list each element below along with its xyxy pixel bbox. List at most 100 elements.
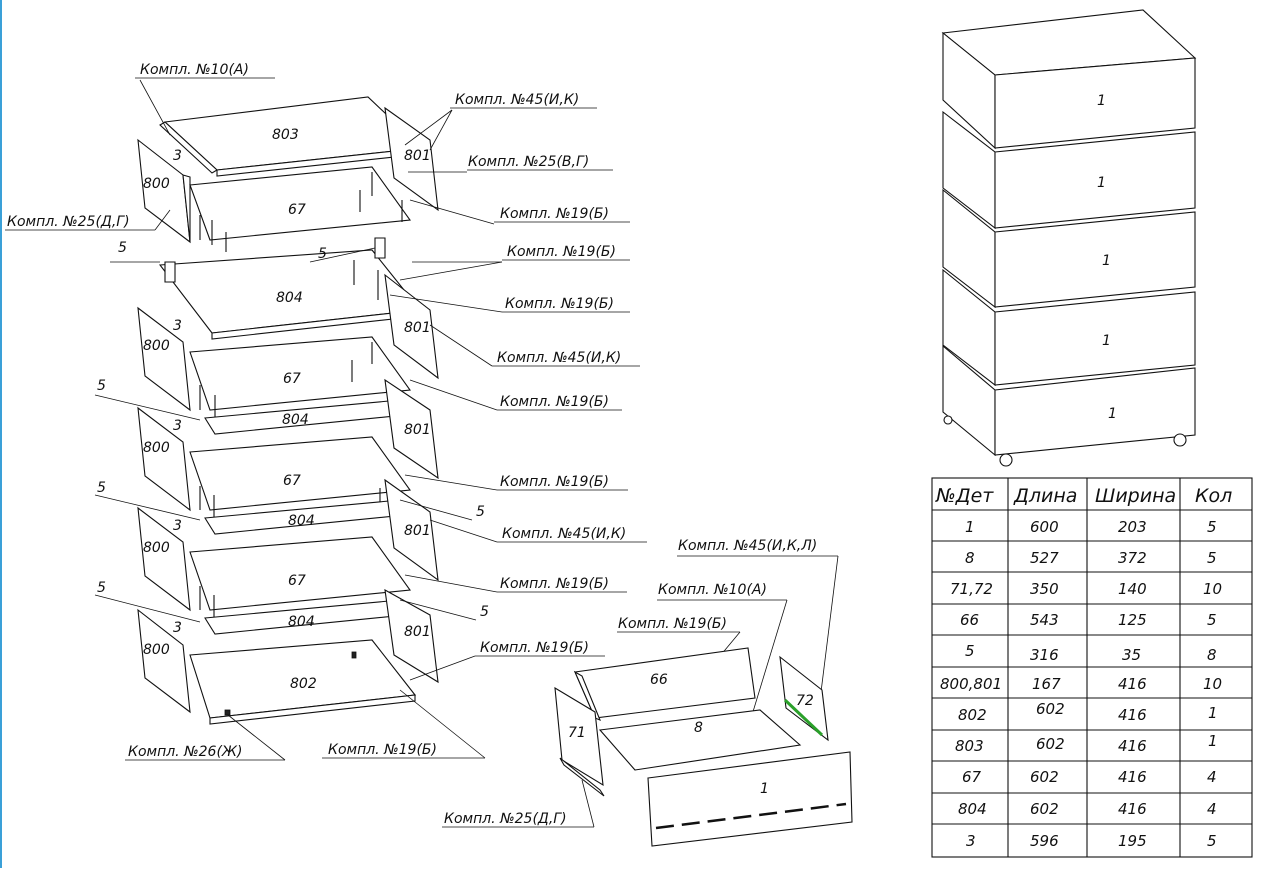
- cell: 5: [1207, 549, 1217, 567]
- parts-table: №Дет Длина Ширина Кол 1 600 203 5 8 527 …: [931, 477, 1253, 858]
- table-row: 802 602 416 1: [958, 700, 1218, 724]
- tier-4: 804 5 5 800 3 67 801: [97, 478, 485, 620]
- part-3-t1: 3: [173, 148, 182, 164]
- cell: 5: [1207, 518, 1217, 536]
- callout-8: Компл. №45(И,К): [497, 350, 621, 366]
- drawer-front-1: 1: [1097, 93, 1106, 109]
- callout-11: Компл. №45(И,К): [502, 526, 626, 542]
- table-row: 800,801 167 416 10: [940, 675, 1222, 693]
- callout-13: Компл. №19(Б): [480, 640, 589, 656]
- cell: 3: [966, 832, 976, 850]
- cell: 804: [958, 800, 987, 818]
- cell: 71,72: [950, 580, 993, 598]
- cell: 167: [1032, 675, 1061, 693]
- exploded-cabinet: 803 800 3 67 801 804 5 5: [5, 62, 647, 761]
- part-3-t4: 3: [173, 518, 182, 534]
- part-800-t3: 800: [143, 440, 170, 456]
- cell: 1: [1208, 732, 1218, 750]
- cell: 602: [1030, 768, 1059, 786]
- part-800-t2: 800: [143, 338, 170, 354]
- cell: 195: [1118, 832, 1147, 850]
- part-3-t5: 3: [173, 620, 182, 636]
- part-801-t1: 801: [404, 148, 431, 164]
- drawer-front-3: 1: [1102, 253, 1111, 269]
- part-804-t3: 804: [282, 412, 309, 428]
- table-row: 67 602 416 4: [962, 768, 1217, 786]
- table-row: 803 602 416 1: [955, 732, 1218, 755]
- callout-15: Компл. №19(Б): [328, 742, 437, 758]
- part-801-t3: 801: [404, 422, 431, 438]
- viewport-edge: [0, 0, 2, 868]
- tier-5: 804 5 5 800 3 802 801: [97, 580, 489, 725]
- part-3-t2: 3: [173, 318, 182, 334]
- cell: 372: [1118, 549, 1147, 567]
- drawer-front-2: 1: [1097, 175, 1106, 191]
- cell: 800,801: [940, 675, 1002, 693]
- cell: 416: [1118, 706, 1147, 724]
- part-5-e: 5: [476, 504, 485, 520]
- part-801-t5: 801: [404, 624, 431, 640]
- table-row: 1 600 203 5: [965, 518, 1217, 536]
- cell: 5: [1207, 832, 1217, 850]
- part-5-d: 5: [97, 480, 106, 496]
- part-71: 71: [568, 725, 586, 741]
- table-header-qty: Кол: [1195, 485, 1232, 507]
- part-1-drawer: 1: [760, 781, 769, 797]
- top-panel: 803: [159, 96, 424, 177]
- part-3-t3: 3: [173, 418, 182, 434]
- cell: 10: [1203, 580, 1222, 598]
- part-67-t4: 67: [288, 573, 306, 589]
- cell: 140: [1118, 580, 1147, 598]
- cell: 602: [1030, 800, 1059, 818]
- cell: 125: [1118, 611, 1147, 629]
- part-800-t1: 800: [143, 176, 170, 192]
- cell: 1: [965, 518, 975, 536]
- cell: 1: [1208, 704, 1218, 722]
- cell: 5: [1207, 611, 1217, 629]
- callout-1: Компл. №10(А): [140, 62, 249, 78]
- cell: 8: [1207, 646, 1217, 664]
- cell: 802: [958, 706, 987, 724]
- cell: 66: [960, 611, 979, 629]
- callout-3: Компл. №25(В,Г): [468, 154, 589, 170]
- part-5-a: 5: [118, 240, 127, 256]
- part-67-t2: 67: [283, 371, 301, 387]
- callout-5: Компл. №19(Б): [500, 206, 609, 222]
- cell: 600: [1030, 518, 1059, 536]
- cell: 4: [1207, 800, 1217, 818]
- cell: 10: [1203, 675, 1222, 693]
- cell: 416: [1118, 768, 1147, 786]
- table-row: 8 527 372 5: [965, 549, 1217, 567]
- table-row: 71,72 350 140 10: [950, 580, 1222, 598]
- cell: 4: [1207, 768, 1217, 786]
- part-801-t4: 801: [404, 523, 431, 539]
- part-67-t1: 67: [288, 202, 306, 218]
- drawer-callout-4: Компл. №25(Д,Г): [444, 811, 567, 827]
- table-header-width: Ширина: [1095, 485, 1176, 507]
- assembly-callouts: Компл. №10(А) Компл. №45(И,К) Компл. №25…: [7, 62, 626, 760]
- cell: 35: [1122, 646, 1141, 664]
- part-5-f: 5: [97, 580, 106, 596]
- part-67-t3: 67: [283, 473, 301, 489]
- drawer-exploded: Компл. №45(И,К,Л) Компл. №10(А) Компл. №…: [442, 538, 853, 847]
- cell: 5: [965, 642, 975, 660]
- part-72: 72: [796, 693, 814, 709]
- cell: 316: [1030, 646, 1059, 664]
- cell: 67: [962, 768, 982, 786]
- part-8: 8: [694, 720, 703, 736]
- part-801-t2: 801: [404, 320, 431, 336]
- callout-10: Компл. №19(Б): [500, 474, 609, 490]
- cell: 203: [1118, 518, 1147, 536]
- table-header-length: Длина: [1013, 485, 1077, 507]
- part-5-c: 5: [97, 378, 106, 394]
- cell: 596: [1030, 832, 1059, 850]
- cell: 602: [1036, 735, 1065, 753]
- drawer-callout-3: Компл. №19(Б): [618, 616, 727, 632]
- tier-2: 804 5 5 800 3 67 801: [118, 237, 439, 420]
- callout-12: Компл. №19(Б): [500, 576, 609, 592]
- callout-14: Компл. №26(Ж): [128, 744, 242, 760]
- cell: 350: [1030, 580, 1059, 598]
- part-5-b: 5: [318, 246, 327, 262]
- table-row: 5 316 35 8: [965, 642, 1217, 664]
